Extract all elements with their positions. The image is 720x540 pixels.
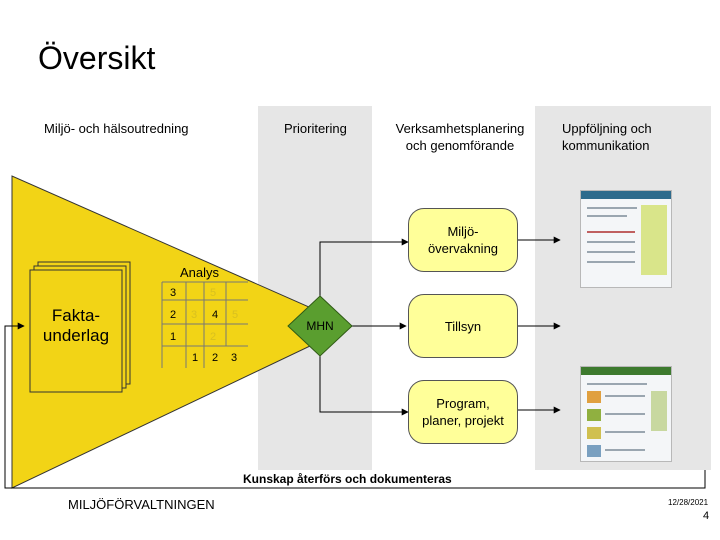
mhn-label: MHN (306, 319, 334, 333)
supervision-label: Tillsyn (444, 318, 482, 334)
grid-faint-3: 5 (232, 309, 238, 321)
planning-label: Verksamhetsplanering och genomförande (380, 120, 540, 154)
analysis-label: Analys (180, 265, 220, 280)
fakta-label: Fakta- underlag (30, 306, 122, 346)
grid-label-col2: 2 (212, 352, 219, 364)
analysis-grid (161, 281, 248, 368)
fakta-label-line1: Fakta- (51, 306, 101, 325)
feedback-label: Kunskap återförs och dokumenteras (243, 472, 452, 486)
monitoring-line2: övervakning (427, 241, 499, 256)
monitoring-box: Miljö- övervakning (408, 208, 518, 272)
followup-label-line1: Uppföljning och (562, 121, 652, 136)
program-line1: Program, (436, 396, 490, 411)
prioritization-label: Prioritering (284, 121, 347, 136)
grid-label-row3: 3 (170, 287, 177, 299)
followup-label: Uppföljning och kommunikation (562, 120, 652, 154)
feedback-loop-line (4, 322, 706, 489)
fakta-page-front (29, 269, 123, 393)
program-box: Program, planer, projekt (408, 380, 518, 444)
grid-faint-4: 2 (210, 331, 216, 343)
supervision-box: Tillsyn (408, 294, 518, 358)
footer-org: MILJÖFÖRVALTNINGEN (68, 497, 215, 512)
page-title: Översikt (38, 40, 156, 76)
grid-label-row1: 1 (170, 331, 177, 343)
grid-faint-1: 5 (210, 287, 216, 299)
monitoring-line1: Miljö- (447, 224, 479, 239)
footer-date: 12/28/2021 (668, 498, 709, 507)
investigation-label: Miljö- och hälsoutredning (44, 121, 189, 136)
followup-label-line2: kommunikation (562, 138, 650, 153)
grid-label-row2-col: 4 (212, 309, 219, 321)
connector-program (319, 342, 409, 416)
program-line2: planer, projekt (422, 413, 504, 428)
mhn-diamond (287, 295, 353, 357)
fakta-label-line2: underlag (42, 326, 110, 345)
grid-label-col3: 3 (231, 352, 238, 364)
connector-monitoring (319, 238, 409, 310)
followup-screenshot-2 (580, 366, 672, 462)
prioritization-band (258, 106, 372, 470)
planning-label-line1: Verksamhetsplanering (395, 121, 525, 136)
grid-label-col1: 1 (192, 352, 199, 364)
footer-page-number: 4 (703, 510, 710, 522)
followup-screenshot-1 (580, 190, 672, 288)
planning-label-line2: och genomförande (405, 138, 515, 153)
grid-label-row2: 2 (170, 309, 177, 321)
grid-faint-2: 3 (191, 309, 197, 321)
funnel-shape (11, 175, 354, 489)
